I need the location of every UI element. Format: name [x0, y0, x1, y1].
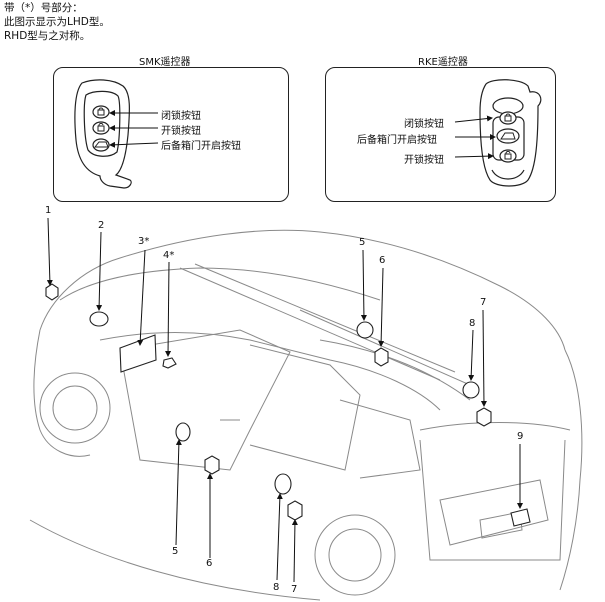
callout-7-bottom: 7	[291, 584, 298, 595]
callout-7-top: 7	[480, 297, 487, 308]
component-6-bottom	[204, 455, 220, 475]
component-3	[119, 334, 157, 373]
component-5-bottom	[175, 422, 191, 442]
callout-6-bottom: 6	[206, 558, 213, 569]
vehicle-components	[45, 283, 531, 527]
callout-8-top: 8	[469, 318, 476, 329]
callout-5-bottom: 5	[172, 546, 179, 557]
smk-tailgate-button-label: 后备箱门开启按钮	[161, 141, 241, 152]
note-line-3: RHD型与之对称。	[4, 30, 91, 42]
rke-lock-button-label: 闭锁按钮	[404, 119, 444, 130]
callout-5-top: 5	[359, 237, 366, 248]
component-7-bottom	[287, 500, 303, 521]
smk-remote-panel	[53, 67, 289, 202]
callout-1: 1	[45, 205, 52, 216]
component-8-bottom	[274, 473, 292, 495]
smk-smart-key	[74, 79, 132, 189]
smk-lock-button-label: 闭锁按钮	[161, 111, 201, 122]
component-7-top	[476, 407, 492, 427]
component-5-top	[356, 321, 374, 339]
component-6-top	[374, 347, 389, 367]
callout-4: 4*	[163, 250, 175, 261]
component-8-top	[462, 381, 480, 399]
leader-lines	[46, 217, 523, 583]
smk-title: SMK遥控器	[139, 57, 191, 68]
callout-3: 3*	[138, 236, 150, 247]
callout-6-top: 6	[379, 255, 386, 266]
component-2	[89, 311, 109, 327]
note-line-2: 此图示显示为LHD型。	[4, 16, 110, 28]
component-1	[45, 283, 59, 301]
rke-title: RKE遥控器	[418, 57, 468, 68]
note-line-1: 带（*）号部分：	[4, 2, 83, 14]
component-4	[162, 357, 177, 369]
rke-tailgate-button-label: 后备箱门开启按钮	[357, 135, 437, 146]
smk-unlock-button-label: 开锁按钮	[161, 126, 201, 137]
component-9	[510, 508, 531, 527]
callout-8-bottom: 8	[273, 582, 280, 593]
vehicle-outline	[29, 229, 583, 601]
rke-flip-key	[479, 79, 542, 187]
rke-unlock-button-label: 开锁按钮	[404, 155, 444, 166]
callout-2: 2	[98, 220, 105, 231]
callout-9: 9	[517, 431, 524, 442]
